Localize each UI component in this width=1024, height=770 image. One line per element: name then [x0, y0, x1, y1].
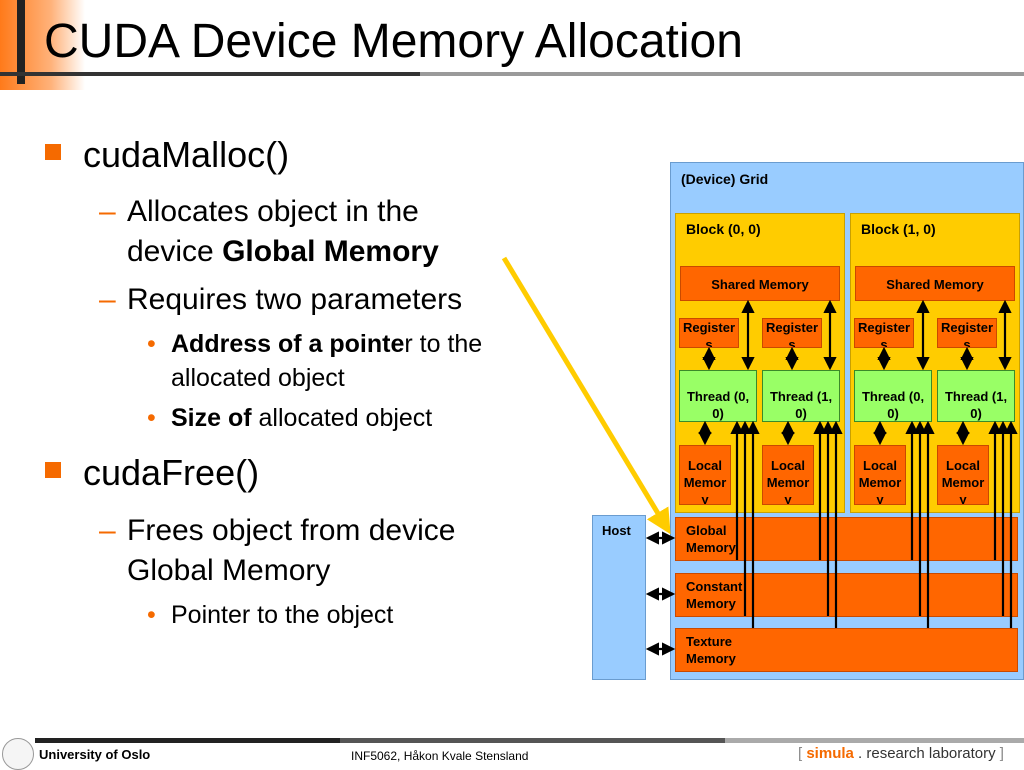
- slide-title: CUDA Device Memory Allocation: [44, 15, 743, 68]
- block-0-label: Block (0, 0): [686, 221, 761, 237]
- thread-0-1: Thread (1, 0): [762, 370, 840, 422]
- sub-bullet-frees-line1: Frees object from device: [127, 514, 456, 547]
- square-bullet-icon: [45, 462, 61, 478]
- local-memory-0-0: Local Memor y: [679, 445, 731, 505]
- footer-line-dark: [35, 738, 340, 743]
- thread-0-0: Thread (0, 0): [679, 370, 757, 422]
- title-underline: [0, 72, 1024, 76]
- lab-simula: simula: [806, 745, 854, 762]
- title-underline-dark: [0, 72, 420, 76]
- global-memory-pointer-arrow: [501, 256, 671, 535]
- local-memory-1-0: Local Memor y: [854, 445, 906, 505]
- device-grid-label: (Device) Grid: [681, 171, 769, 187]
- registers-0-0: Register s: [679, 318, 739, 348]
- local-memory-0-1: Local Memor y: [762, 445, 814, 505]
- param-pointer-text: Pointer to the object: [171, 601, 394, 629]
- param-size-bold: Size of: [171, 404, 252, 432]
- texture-memory: [675, 628, 1018, 672]
- param-address-plain: r to the: [404, 330, 483, 358]
- footer-line: [35, 738, 1024, 743]
- constant-memory: [675, 573, 1018, 617]
- footer-course: INF5062, Håkon Kvale Stensland: [351, 749, 529, 763]
- title-vertical-bar: [17, 0, 25, 84]
- shared-memory-1: Shared Memory: [855, 266, 1015, 301]
- thread-1-1: Thread (1, 0): [937, 370, 1015, 422]
- thread-1-0: Thread (0, 0): [854, 370, 932, 422]
- constant-memory-label: Constant Memory: [686, 579, 743, 611]
- sub-bullet-frees-line2: Global Memory: [127, 554, 331, 587]
- param-size-plain: allocated object: [251, 404, 433, 432]
- footer-university: University of Oslo: [39, 747, 151, 762]
- global-memory-emphasis: Global Memory: [222, 235, 439, 268]
- global-memory: [675, 517, 1018, 561]
- sub-bullet-allocates-line1: Allocates object in the: [127, 195, 419, 228]
- square-bullet-icon: [45, 144, 61, 160]
- block-1-label: Block (1, 0): [861, 221, 936, 237]
- lab-bracket-close: ]: [995, 745, 1004, 762]
- texture-memory-label: Texture Memory: [686, 634, 736, 666]
- sub-bullet-requires-text: Requires two parameters: [127, 283, 463, 316]
- registers-1-0: Register s: [854, 318, 914, 348]
- university-seal-icon: [2, 738, 34, 770]
- local-memory-1-1: Local Memor y: [937, 445, 989, 505]
- lab-rest: . research laboratory: [853, 745, 996, 762]
- sub-bullet-allocates-line2: device: [127, 235, 223, 268]
- host-box: [592, 515, 646, 680]
- bullet-free-text: cudaFree(): [83, 452, 260, 493]
- param-address-bold: Address of a pointe: [171, 330, 405, 358]
- registers-0-1: Register s: [762, 318, 822, 348]
- host-label: Host: [602, 523, 631, 538]
- param-address-line2: allocated object: [171, 364, 345, 392]
- footer-line-light: [725, 738, 1024, 743]
- shared-memory-0: Shared Memory: [680, 266, 840, 301]
- footer-lab: [ simula . research laboratory ]: [798, 745, 1004, 762]
- bullet-malloc-text: cudaMalloc(): [83, 134, 290, 175]
- lab-bracket-open: [: [798, 745, 807, 762]
- global-memory-label: Global Memory: [686, 523, 736, 555]
- registers-1-1: Register s: [937, 318, 997, 348]
